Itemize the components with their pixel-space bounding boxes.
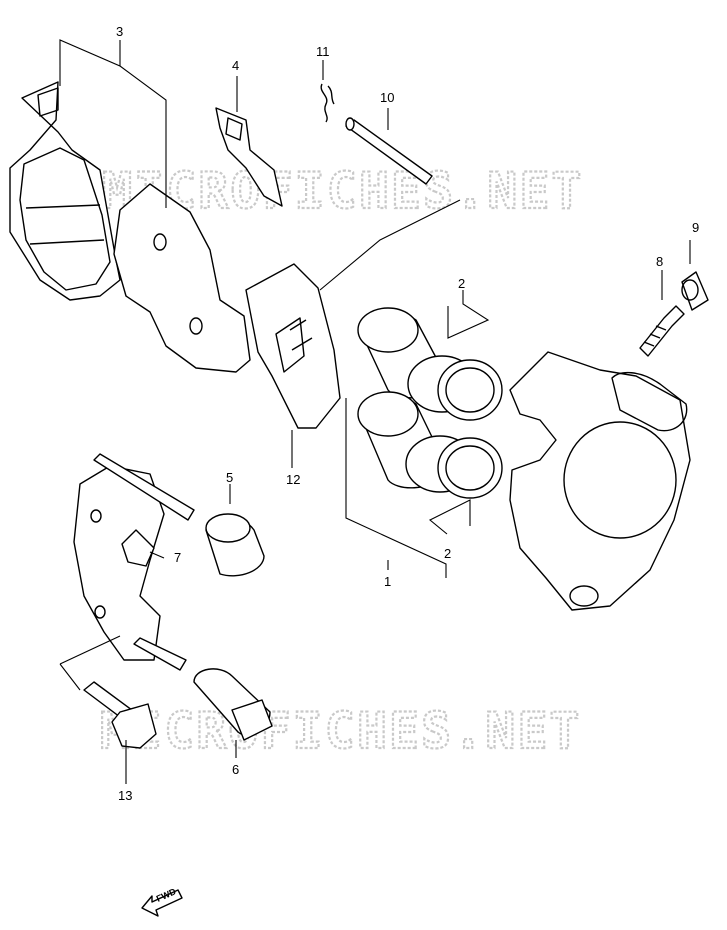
brake-pad-set[interactable] — [9, 81, 251, 373]
callout-2-upper[interactable]: 2 — [458, 276, 465, 291]
callout-3[interactable]: 3 — [116, 24, 123, 39]
pad-shim[interactable] — [245, 263, 341, 429]
seal-lower[interactable] — [405, 435, 503, 499]
seal-upper[interactable] — [407, 355, 503, 421]
callout-12[interactable]: 12 — [286, 472, 300, 487]
callout-9[interactable]: 9 — [692, 220, 699, 235]
slide-pin[interactable] — [193, 668, 273, 741]
forward-direction-arrow: FWD — [141, 886, 183, 917]
callout-8[interactable]: 8 — [656, 254, 663, 269]
callout-13[interactable]: 13 — [118, 788, 132, 803]
callout-4[interactable]: 4 — [232, 58, 239, 73]
pad-spring[interactable] — [215, 107, 283, 207]
bracket-bolt[interactable] — [83, 681, 157, 749]
leader-lines — [59, 39, 691, 784]
retaining-clip[interactable] — [320, 83, 335, 123]
caliper-bracket[interactable] — [73, 453, 195, 671]
callout-7[interactable]: 7 — [174, 550, 181, 565]
bleeder-cap[interactable] — [681, 271, 709, 311]
callout-1[interactable]: 1 — [384, 574, 391, 589]
callout-11[interactable]: 11 — [316, 44, 330, 59]
pad-pin[interactable] — [345, 117, 433, 185]
callout-6[interactable]: 6 — [232, 762, 239, 777]
bleeder-valve[interactable] — [639, 305, 685, 357]
callout-10[interactable]: 10 — [380, 90, 394, 105]
watermark-bottom: MICROFICHES.NET — [100, 702, 582, 760]
pin-boot[interactable] — [205, 513, 265, 577]
caliper-body[interactable] — [509, 351, 691, 611]
bracket-clip[interactable] — [121, 529, 155, 567]
callout-2-lower[interactable]: 2 — [444, 546, 451, 561]
callout-5[interactable]: 5 — [226, 470, 233, 485]
